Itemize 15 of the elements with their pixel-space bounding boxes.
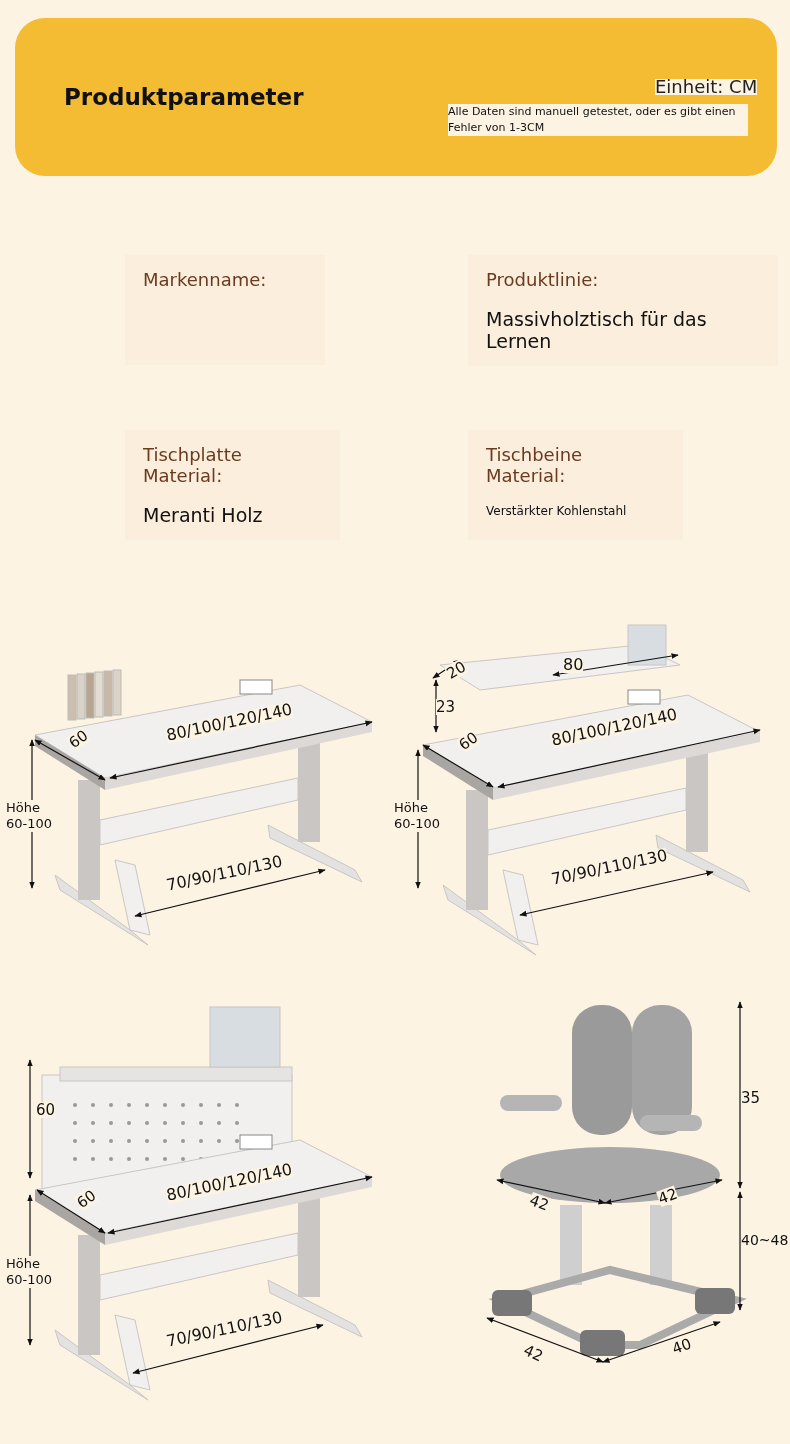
dimension-label: 60 — [36, 1102, 56, 1118]
note-text: Alle Daten sind manuell getestet, oder es gibt einen Fehler von 1-3CM — [448, 104, 748, 136]
field-label: Produktlinie: — [486, 269, 600, 290]
field-value: Massivholztisch für das Lernen — [486, 308, 708, 352]
dimension-label: 80 — [563, 657, 584, 673]
dimension-label: 35 — [741, 1090, 761, 1106]
field-value: Verstärkter Kohlenstahl — [486, 504, 628, 518]
field-label: Markenname: — [143, 269, 268, 290]
note-text: Einheit: CM — [655, 79, 758, 95]
field-value: Meranti Holz — [143, 504, 264, 526]
dimension-label: 40~48 — [741, 1232, 789, 1248]
field-label: Tischbeine Material: — [486, 444, 584, 486]
field-label: Tischplatte Material: — [143, 444, 243, 486]
title: Produktparameter — [64, 84, 304, 110]
dimension-label: 23 — [436, 699, 456, 715]
